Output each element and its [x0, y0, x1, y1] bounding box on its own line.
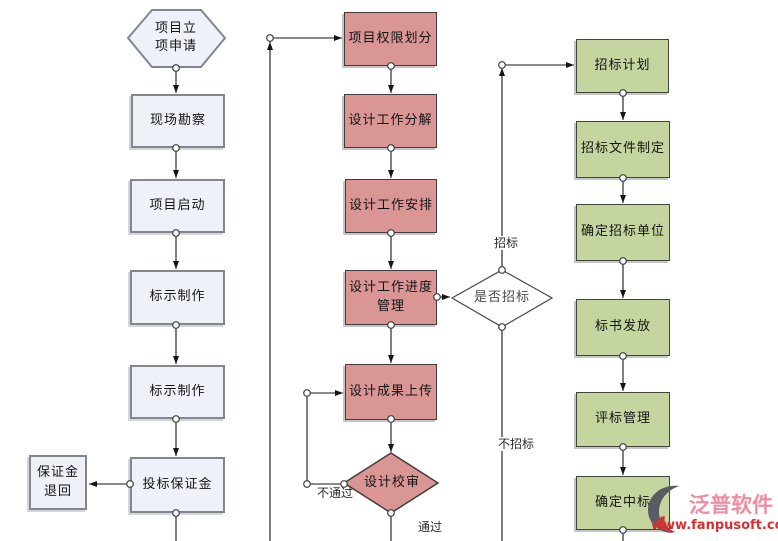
node-design-work-arrangement: 设计工作安排 [345, 179, 437, 233]
node-site-survey: 现场勘察 [131, 94, 225, 148]
bid-decision-label: 是否招标 [473, 289, 530, 305]
node-bid-deposit: 投标保证金 [130, 457, 225, 513]
edge-label-no-bid: 不招标 [496, 437, 537, 451]
node-bidding-plan: 招标计划 [576, 39, 669, 93]
edge-label-pass: 通过 [418, 520, 443, 534]
node-design-progress-management: 设计工作进度 管理 [345, 270, 437, 325]
node-design-work-breakdown: 设计工作分解 [344, 94, 437, 148]
node-deposit-refund: 保证金 退回 [29, 455, 87, 510]
node-bid-evaluation: 评标管理 [576, 392, 670, 447]
node-bid-book-issue: 标书发放 [576, 299, 670, 356]
start-hexagon-label: 项目立 项申请 [154, 20, 197, 54]
node-design-result-upload: 设计成果上传 [345, 364, 437, 420]
watermark-brand: 泛普软件 [689, 493, 773, 517]
node-bidding-document: 招标文件制定 [576, 121, 670, 178]
watermark-url: www.fanpusoft.com [651, 518, 778, 533]
fanpu-logo-icon [646, 483, 690, 539]
edge-label-fail: 不通过 [317, 486, 354, 500]
node-project-start: 项目启动 [130, 179, 225, 233]
node-sign-making-2: 标示制作 [130, 365, 225, 419]
node-confirm-bidding-unit: 确定招标单位 [576, 204, 670, 261]
design-review-label: 设计校审 [363, 474, 420, 490]
node-sign-making-1: 标示制作 [130, 270, 225, 325]
edge-label-bid: 招标 [492, 236, 521, 250]
node-permission-division: 项目权限划分 [344, 12, 437, 66]
